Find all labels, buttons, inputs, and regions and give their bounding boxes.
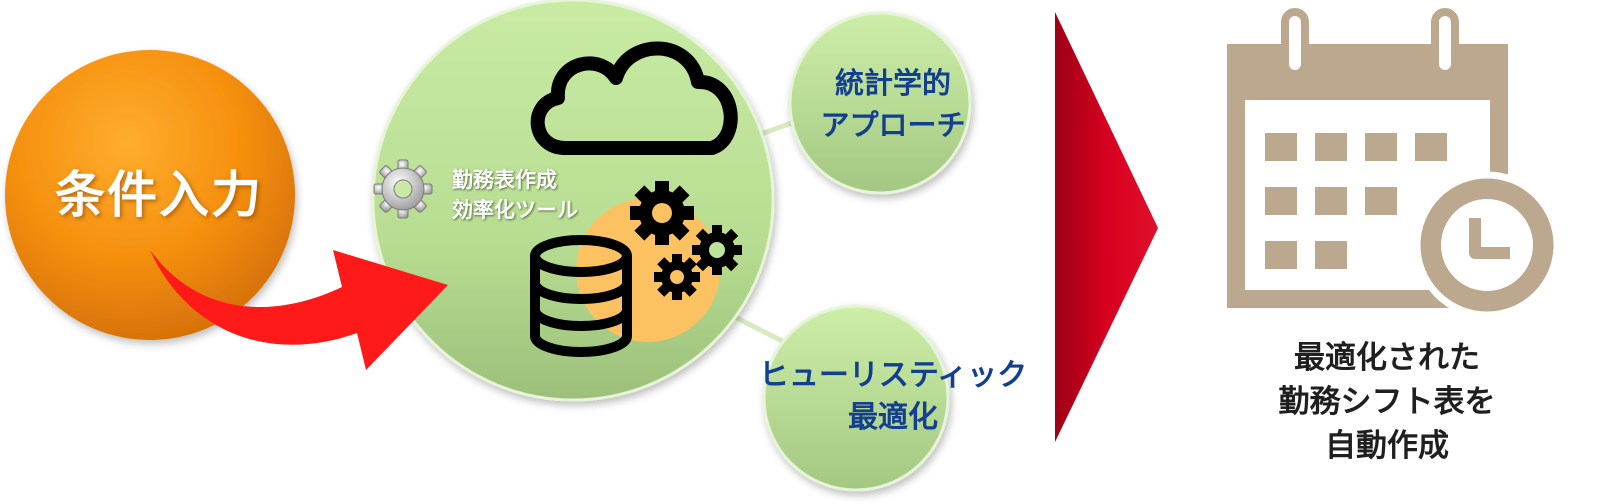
gears-icon bbox=[630, 181, 742, 300]
result-label: 最適化された 勤務シフト表を 自動作成 bbox=[1222, 336, 1552, 468]
clock-icon bbox=[1413, 171, 1561, 319]
result-label-line2: 勤務シフト表を bbox=[1278, 384, 1496, 420]
tool-label: 勤務表作成 効率化ツール bbox=[452, 165, 578, 225]
heuristic-label-line2: 最適化 bbox=[848, 400, 938, 435]
heuristic-label: ヒューリスティック 最適化 bbox=[728, 355, 1058, 439]
gear-icon bbox=[373, 159, 433, 219]
cloud-icon bbox=[530, 41, 738, 155]
input-circle bbox=[5, 50, 295, 340]
input-label: 条件入力 bbox=[55, 166, 263, 224]
statistics-circle bbox=[788, 11, 972, 195]
database-icon bbox=[530, 235, 632, 357]
heuristic-label-line1: ヒューリスティック bbox=[758, 358, 1028, 393]
heuristic-circle bbox=[762, 304, 950, 492]
result-label-line1: 最適化された bbox=[1294, 340, 1480, 376]
input-arrow bbox=[150, 250, 448, 370]
statistics-label-line2: アプローチ bbox=[820, 108, 966, 142]
statistics-label: 統計学的 アプローチ bbox=[798, 62, 988, 146]
tool-label-line1: 勤務表作成 bbox=[452, 168, 557, 192]
tool-label-line2: 効率化ツール bbox=[452, 198, 578, 222]
statistics-label-line1: 統計学的 bbox=[834, 66, 951, 100]
result-label-line3: 自動作成 bbox=[1325, 428, 1449, 464]
flow-chevron bbox=[1055, 12, 1158, 442]
